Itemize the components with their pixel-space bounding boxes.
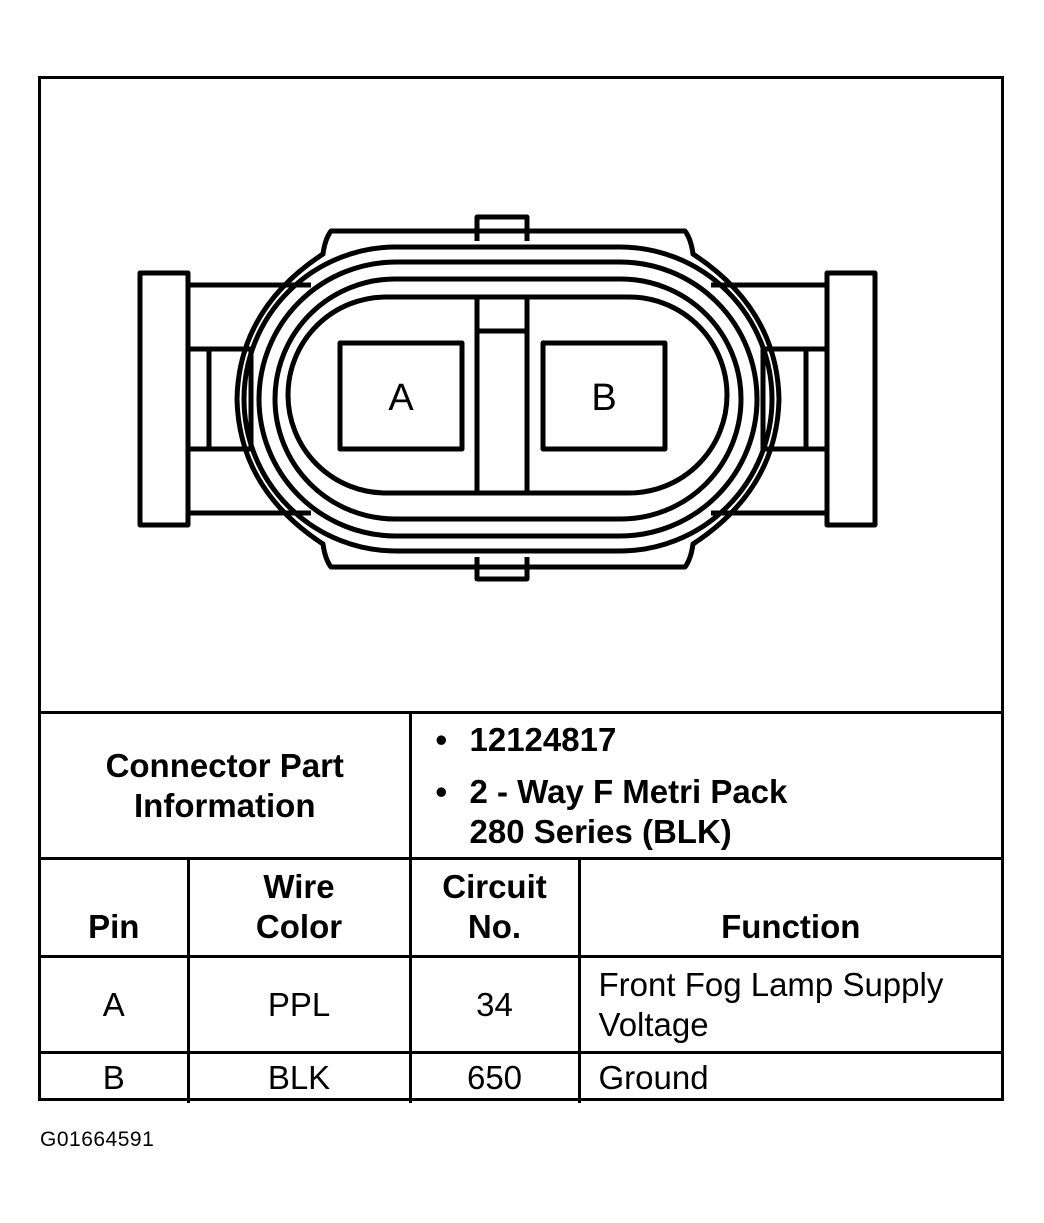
part-info-row: Connector Part Information 12124817 2 - … — [41, 711, 1002, 860]
right-tab — [760, 346, 827, 452]
part-info-label-line1: Connector Part — [105, 746, 344, 784]
table-row: A PPL 34 Front Fog Lamp Supply Voltage — [41, 955, 1002, 1054]
header-wire-line2: Color — [255, 908, 343, 945]
part-description-line2: 280 Series (BLK) — [469, 812, 732, 850]
part-description-line1: 2 - Way F Metri Pack — [436, 772, 1002, 812]
column-header-row: Pin Wire Color Circuit No. Function — [41, 857, 1002, 958]
part-info-label: Connector Part Information — [41, 711, 412, 860]
row-a-pin: A — [41, 955, 190, 1054]
pin-a-window — [337, 340, 465, 452]
row-a-wire-color: PPL — [186, 955, 412, 1054]
right-end-block — [824, 270, 878, 528]
header-wire-line1: Wire — [263, 868, 335, 905]
housing-outer — [234, 228, 782, 570]
header-circuit: Circuit No. — [408, 857, 581, 958]
header-circuit-line2: No. — [467, 908, 522, 945]
row-a-circuit: 34 — [408, 955, 581, 1054]
housing-ring-3 — [272, 276, 744, 522]
pin-a-label: A — [388, 377, 414, 419]
housing-ring-2 — [256, 259, 760, 539]
figure-id: G01664591 — [40, 1128, 155, 1151]
table-row: B BLK 650 Ground — [41, 1051, 1002, 1103]
row-b-pin: B — [41, 1051, 190, 1103]
row-b-wire-color: BLK — [186, 1051, 412, 1103]
part-info-details: 12124817 2 - Way F Metri Pack 280 Series… — [408, 711, 1002, 860]
connector-diagram: A B — [41, 79, 1001, 711]
left-end-block — [137, 270, 191, 528]
left-rail — [188, 282, 311, 516]
part-info-label-line2: Information — [134, 786, 316, 824]
header-wire-color: Wire Color — [186, 857, 412, 958]
header-pin: Pin — [41, 857, 190, 958]
pin-b-window — [540, 340, 668, 452]
housing-ring-1 — [241, 244, 775, 554]
header-circuit-line1: Circuit — [442, 868, 547, 905]
figure-frame: A B Connector Part Information 12124817 … — [38, 76, 1004, 1103]
row-a-function: Front Fog Lamp Supply Voltage — [577, 955, 1002, 1054]
row-b-circuit: 650 — [408, 1051, 581, 1103]
header-function: Function — [577, 857, 1002, 958]
pin-b-label: B — [591, 377, 617, 419]
part-number: 12124817 — [436, 720, 1002, 760]
connector-drawing — [137, 214, 878, 582]
row-b-function: Ground — [577, 1051, 1002, 1103]
left-tab — [188, 346, 254, 452]
connector-info-table: Connector Part Information 12124817 2 - … — [41, 711, 1002, 1103]
row-a-function-line1: Front Fog Lamp Supply — [598, 965, 944, 1003]
cavity-outline — [285, 294, 730, 496]
row-a-function-line2: Voltage — [598, 1005, 709, 1043]
